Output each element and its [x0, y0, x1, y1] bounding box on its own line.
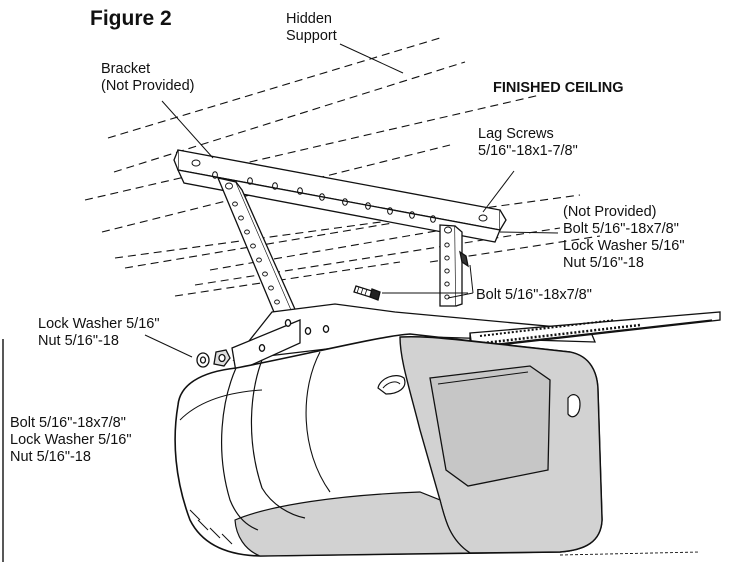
right-strap-bolt: [459, 250, 469, 268]
hidden-support-line-1: Hidden: [286, 11, 332, 27]
finished-ceiling-label: FINISHED CEILING: [493, 80, 624, 96]
opener-body: [174, 333, 701, 557]
bracket-line-2: (Not Provided): [101, 78, 195, 94]
bracket-holes: [191, 159, 488, 223]
bracket: [173, 149, 507, 243]
right-hardware-line-2: Bolt 5/16"-18x7/8": [563, 221, 679, 237]
right-hardware-label: (Not Provided) Bolt 5/16"-18x7/8" Lock W…: [563, 204, 684, 272]
right-hardware-line-1: (Not Provided): [563, 204, 657, 220]
hidden-support-label: Hidden Support: [286, 11, 337, 45]
leader-lines: [144, 43, 559, 358]
left-hardware-line-3: Nut 5/16"-18: [10, 449, 91, 465]
middle-bolt: [353, 285, 381, 301]
left-hardware-line-2: Lock Washer 5/16": [10, 432, 132, 448]
right-strap-holes: [444, 226, 452, 300]
left-hardware-label: Bolt 5/16"-18x7/8" Lock Washer 5/16" Nut…: [10, 415, 131, 466]
hidden-support-line-2: Support: [286, 28, 337, 44]
left-washer-nut-label: Lock Washer 5/16" Nut 5/16"-18: [38, 316, 159, 350]
figure-title: Figure 2: [90, 7, 172, 30]
rail-chain: [474, 319, 641, 346]
lag-screws-line-1: Lag Screws: [478, 126, 554, 142]
right-hanger-strap: [439, 224, 463, 307]
left-hardware-line-1: Bolt 5/16"-18x7/8": [10, 415, 126, 431]
right-hardware-line-4: Nut 5/16"-18: [563, 255, 644, 271]
left-washer-nut: [196, 349, 231, 368]
bracket-line-1: Bracket: [101, 61, 151, 77]
lag-screws-label: Lag Screws 5/16"-18x1-7/8": [478, 126, 578, 160]
left-washer-nut-line-1: Lock Washer 5/16": [38, 316, 160, 332]
left-washer-nut-line-2: Nut 5/16"-18: [38, 333, 119, 349]
bolt-middle-label: Bolt 5/16"-18x7/8": [476, 287, 592, 303]
lag-screws-line-2: 5/16"-18x1-7/8": [478, 143, 578, 159]
bracket-label: Bracket (Not Provided): [101, 61, 194, 95]
right-hardware-line-3: Lock Washer 5/16": [563, 238, 685, 254]
